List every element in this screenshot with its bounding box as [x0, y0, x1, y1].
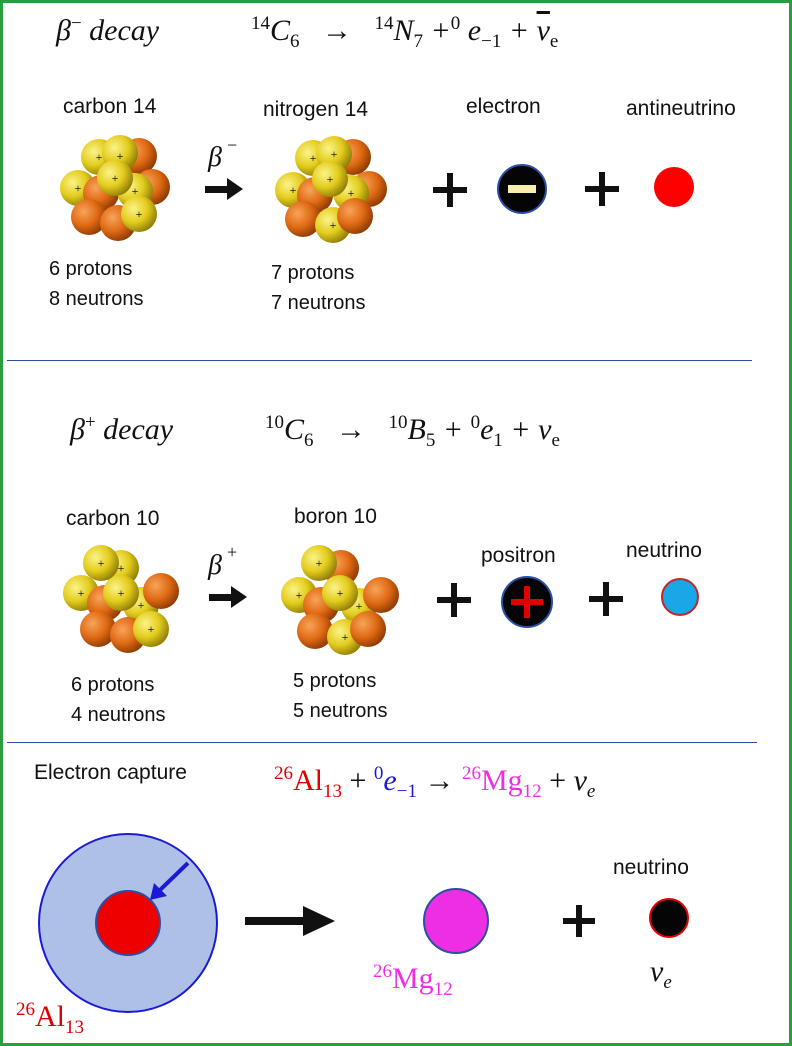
daughter-protons: 7 protons	[271, 262, 355, 284]
svg-text:+: +	[96, 150, 103, 164]
boron10-nucleus: + + + + +	[281, 545, 399, 655]
daughter-neutrons: 5 neutrons	[293, 700, 388, 722]
magnesium-symbol: 26Mg12	[373, 961, 453, 1000]
svg-text:+: +	[112, 171, 119, 185]
svg-text:+: +	[331, 147, 338, 161]
antineutrino-label: antineutrino	[626, 97, 736, 120]
carbon14-nucleus: + + + + + +	[60, 135, 170, 241]
svg-text:−: −	[227, 135, 237, 155]
neutrino-label: neutrino	[626, 539, 702, 562]
parent-label: carbon 10	[66, 507, 160, 530]
antineutrino-icon	[654, 167, 694, 207]
beta-minus-equation: 14C6 → 14N7 +0 e−1 + νe	[251, 13, 559, 52]
aluminium-atom	[38, 833, 218, 1013]
svg-text:+: +	[330, 218, 337, 232]
svg-text:+: +	[348, 186, 355, 200]
svg-text:+: +	[337, 586, 344, 600]
decay-arrow-1	[205, 178, 243, 200]
capture-arrow	[245, 906, 335, 936]
positron-label: positron	[481, 544, 556, 567]
daughter-neutrons: 7 neutrons	[271, 292, 366, 314]
electron-capture-title: Electron capture	[34, 761, 187, 784]
divider	[7, 360, 752, 361]
magnesium-nucleus	[423, 888, 489, 954]
svg-text:+: +	[290, 183, 297, 197]
svg-text:+: +	[78, 586, 85, 600]
parent-protons: 6 protons	[49, 258, 133, 280]
svg-text:+: +	[132, 184, 139, 198]
electron-label: electron	[466, 95, 541, 118]
svg-text:+: +	[227, 542, 237, 562]
nucleus-layer: + + + + + + + + + + + +	[38, 135, 699, 1013]
svg-text:+: +	[327, 172, 334, 186]
parent-neutrons: 4 neutrons	[71, 704, 166, 726]
plus-sign	[563, 905, 595, 937]
svg-text:+: +	[138, 598, 145, 612]
beta-minus-title: β− decay	[56, 13, 160, 47]
neutrino-label: neutrino	[613, 856, 689, 879]
parent-neutrons: 8 neutrons	[49, 288, 144, 310]
plus-sign	[585, 172, 619, 206]
beta-plus-title: β+ decay	[70, 412, 174, 446]
svg-text:+: +	[118, 561, 125, 575]
divider	[7, 742, 757, 743]
svg-text:+: +	[356, 599, 363, 613]
electron-icon	[497, 164, 547, 214]
svg-text:+: +	[148, 622, 155, 636]
svg-text:+: +	[296, 588, 303, 602]
carbon10-nucleus: + + + + + +	[63, 545, 179, 653]
plus-sign	[437, 583, 471, 617]
daughter-label: nitrogen 14	[263, 98, 369, 121]
nitrogen14-nucleus: + + + + + +	[275, 136, 387, 243]
svg-text:+: +	[75, 181, 82, 195]
electron-capture-equation: 26Al13 + 0e−1 → 26Mg12 + νe	[274, 763, 596, 802]
neutrino-symbol: νe	[650, 955, 672, 993]
svg-text:+: +	[118, 586, 125, 600]
beta-plus-equation: 10C6 → 10B5 + 0e1 + νe	[265, 412, 560, 451]
parent-protons: 6 protons	[71, 674, 155, 696]
neutrino-black-icon	[649, 898, 689, 938]
beta-minus-arrow-label: β	[207, 142, 222, 173]
plus-sign	[589, 582, 623, 616]
svg-text:+: +	[316, 556, 323, 570]
svg-text:+: +	[117, 149, 124, 163]
positron-icon	[501, 576, 553, 628]
svg-text:+: +	[98, 556, 105, 570]
plus-sign	[433, 173, 467, 207]
svg-text:+: +	[342, 630, 349, 644]
svg-text:+: +	[310, 151, 317, 165]
aluminium-symbol: 26Al13	[16, 999, 84, 1038]
neutrino-icon	[661, 578, 699, 616]
daughter-label: boron 10	[294, 505, 377, 528]
svg-text:+: +	[136, 207, 143, 221]
decay-arrow-2	[209, 586, 247, 608]
beta-plus-arrow-label: β	[207, 550, 222, 581]
daughter-protons: 5 protons	[293, 670, 377, 692]
parent-label: carbon 14	[63, 95, 157, 118]
